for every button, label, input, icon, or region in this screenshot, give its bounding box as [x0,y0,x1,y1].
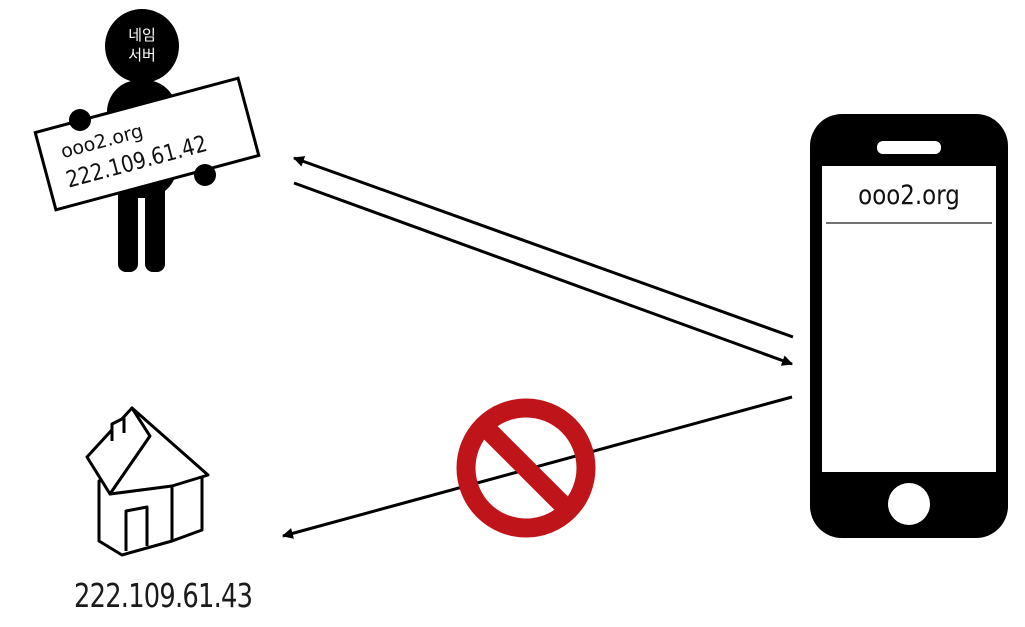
left-leg [118,180,138,272]
name-server-label-line1: 네임 [128,26,156,44]
right-leg [145,180,165,272]
phone-speaker [877,141,941,154]
house-ip-address: 222.109.61.43 [74,576,253,615]
person-head-icon [105,9,179,83]
arrow-query-to-phone [293,181,794,366]
name-server-figure: 네임 서버 ooo2.org 222.109.61.42 [33,9,261,272]
phone-screen [822,166,996,472]
right-hand [194,164,216,186]
name-server-label-line2: 서버 [128,46,156,64]
house-icon [85,406,210,557]
phone-address-bar: ooo2.org [858,179,960,210]
smartphone-icon: ooo2.org [810,114,1008,538]
prohibited-sign-icon [456,398,596,538]
arrow-response-to-server [292,156,794,339]
phone-home-button [888,483,930,525]
left-hand [69,109,91,131]
